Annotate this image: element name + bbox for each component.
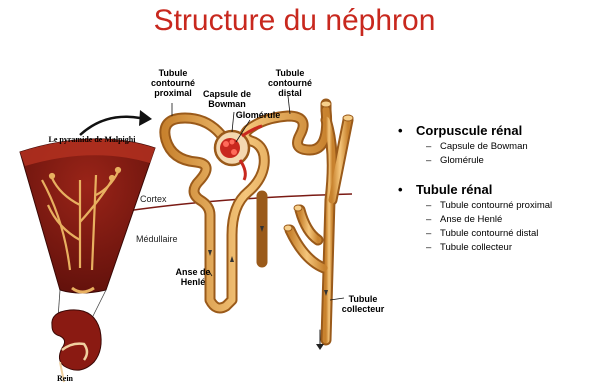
dash-icon: – [426,155,440,166]
label-collecteur: Tubule collecteur [340,294,386,314]
zoom-arrow [80,117,140,135]
legend-item: –Capsule de Bowman [426,141,588,152]
bullet-icon: • [398,182,416,197]
label-anse: Anse de Henlé [172,267,214,287]
legend-item: –Glomérule [426,155,588,166]
label-tcp: Tubule contourné proximal [140,68,206,98]
dash-icon: – [426,141,440,152]
dash-icon: – [426,200,440,211]
bowman-capsule [215,126,262,180]
legend-item: –Tubule contourné proximal [426,200,588,211]
legend-group-tubule: •Tubule rénal –Tubule contourné proximal… [398,182,588,253]
bullet-icon: • [398,123,416,138]
legend-item: –Anse de Henlé [426,214,588,225]
label-tcd: Tubule contourné distal [264,68,316,98]
dash-icon: – [426,228,440,239]
dash-icon: – [426,214,440,225]
legend-group-corpuscule: •Corpuscule rénal –Capsule de Bowman –Gl… [398,123,588,166]
legend-group-title: Corpuscule rénal [416,123,522,138]
label-capsule: Capsule de Bowman [198,89,256,109]
nephron-tubule [165,101,353,350]
label-glomerule: Glomérule [230,110,286,120]
kidney [52,310,101,382]
legend-item: –Tubule contourné distal [426,228,588,239]
label-rein: Rein [50,374,80,384]
legend: •Corpuscule rénal –Capsule de Bowman –Gl… [398,123,588,269]
legend-item: –Tubule collecteur [426,242,588,253]
dash-icon: – [426,242,440,253]
label-cortex: Cortex [140,194,167,204]
label-pyramid: Le pyramide de Malpighi [32,135,152,145]
legend-group-title: Tubule rénal [416,182,492,197]
label-medullaire: Médullaire [136,234,178,244]
malpighi-pyramid [20,139,155,293]
